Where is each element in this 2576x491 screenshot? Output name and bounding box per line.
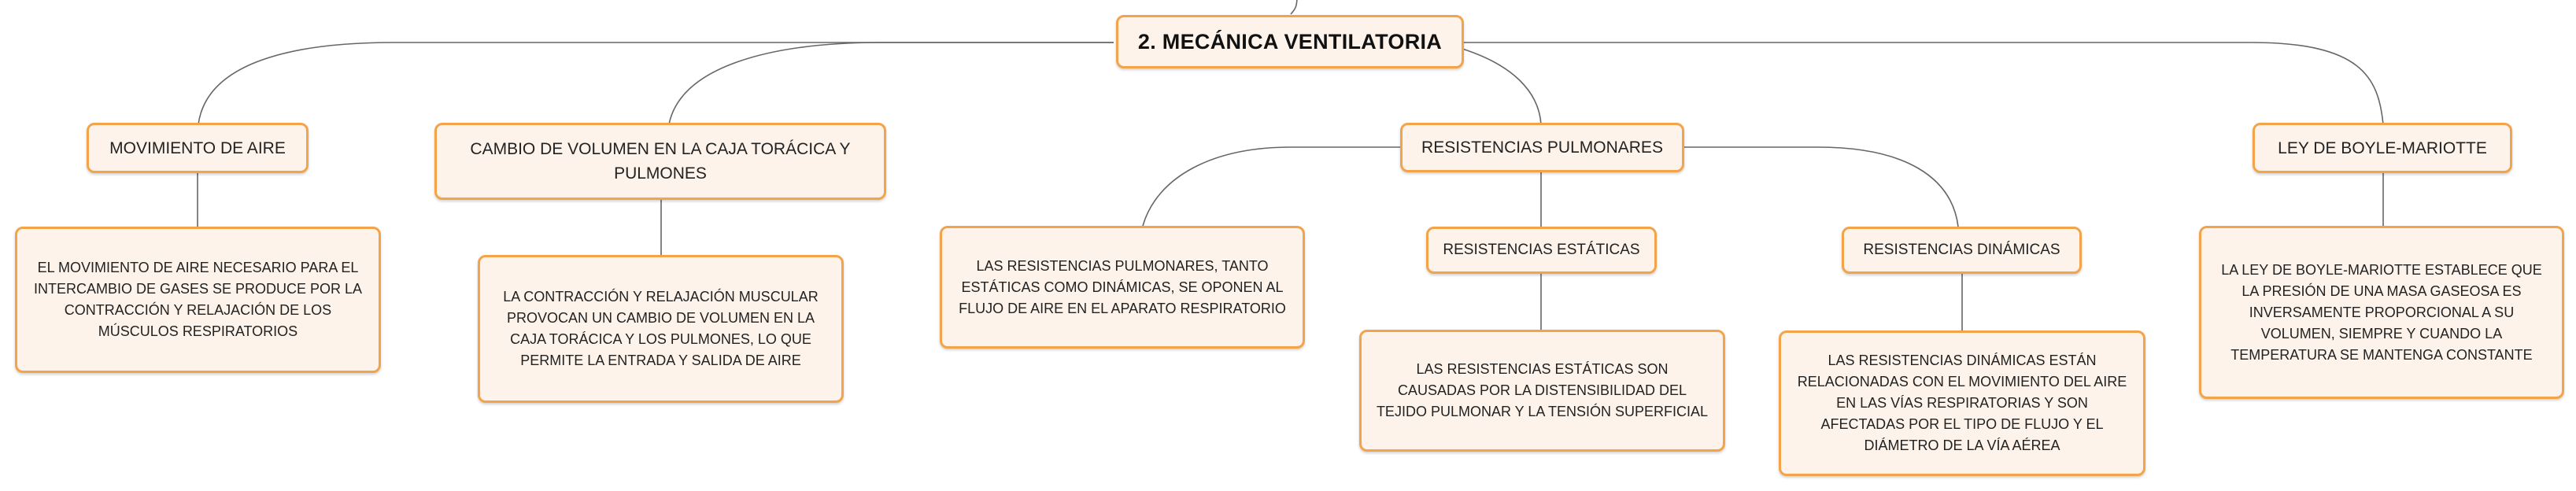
- detail-ley-de-boyle-mariotte[interactable]: LA LEY DE BOYLE-MARIOTTE ESTABLECE QUE L…: [2199, 226, 2564, 399]
- topic-resistencias-pulmonares[interactable]: RESISTENCIAS PULMONARES: [1400, 123, 1684, 172]
- connector-root-boyle: [1464, 42, 2384, 125]
- subtopic-resistencias-estaticas[interactable]: RESISTENCIAS ESTÁTICAS: [1426, 227, 1657, 274]
- topic-cambio-de-volumen[interactable]: CAMBIO DE VOLUMEN EN LA CAJA TORÁCICA Y …: [434, 123, 886, 200]
- detail-text: LAS RESISTENCIAS DINÁMICAS ESTÁN RELACIO…: [1797, 353, 2127, 453]
- subtopic-resistencias-dinamicas[interactable]: RESISTENCIAS DINÁMICAS: [1842, 227, 2082, 274]
- subtopic-label: RESISTENCIAS DINÁMICAS: [1863, 242, 2060, 258]
- detail-resistencias-estaticas[interactable]: LAS RESISTENCIAS ESTÁTICAS SON CAUSADAS …: [1359, 330, 1725, 452]
- topic-label: MOVIMIENTO DE AIRE: [109, 138, 286, 157]
- detail-resistencias-dinamicas[interactable]: LAS RESISTENCIAS DINÁMICAS ESTÁN RELACIO…: [1779, 330, 2145, 476]
- topic-ley-de-boyle-mariotte[interactable]: LEY DE BOYLE-MARIOTTE: [2253, 123, 2512, 173]
- topic-label: RESISTENCIAS PULMONARES: [1421, 138, 1663, 157]
- connector-root-movimiento: [198, 42, 1114, 125]
- detail-movimiento-de-aire[interactable]: EL MOVIMIENTO DE AIRE NECESARIO PARA EL …: [15, 227, 381, 373]
- connector-root-resistencias: [1462, 48, 1542, 125]
- subtopic-label: RESISTENCIAS ESTÁTICAS: [1443, 242, 1640, 258]
- connector-root-parent: [1290, 0, 1298, 15]
- detail-cambio-de-volumen[interactable]: LA CONTRACCIÓN Y RELAJACIÓN MUSCULAR PRO…: [478, 255, 844, 403]
- root-label: 2. MECÁNICA VENTILATORIA: [1137, 29, 1443, 54]
- topic-label: LEY DE BOYLE-MARIOTTE: [2278, 138, 2487, 157]
- root-node[interactable]: 2. MECÁNICA VENTILATORIA: [1116, 15, 1464, 68]
- connector-resistencias-detail: [1142, 146, 1400, 227]
- detail-text: LA CONTRACCIÓN Y RELAJACIÓN MUSCULAR PRO…: [503, 289, 819, 368]
- topic-movimiento-de-aire[interactable]: MOVIMIENTO DE AIRE: [87, 123, 309, 173]
- topic-label: CAMBIO DE VOLUMEN EN LA CAJA TORÁCICA Y …: [470, 140, 851, 183]
- detail-resistencias-pulmonares[interactable]: LAS RESISTENCIAS PULMONARES, TANTO ESTÁT…: [940, 226, 1305, 349]
- detail-text: EL MOVIMIENTO DE AIRE NECESARIO PARA EL …: [33, 260, 363, 339]
- connector-root-cambio: [668, 42, 1114, 125]
- detail-text: LAS RESISTENCIAS ESTÁTICAS SON CAUSADAS …: [1376, 361, 1709, 419]
- connector-resistencias-dinamicas: [1684, 146, 1959, 227]
- detail-text: LA LEY DE BOYLE-MARIOTTE ESTABLECE QUE L…: [2221, 261, 2542, 363]
- detail-text: LAS RESISTENCIAS PULMONARES, TANTO ESTÁT…: [959, 257, 1286, 316]
